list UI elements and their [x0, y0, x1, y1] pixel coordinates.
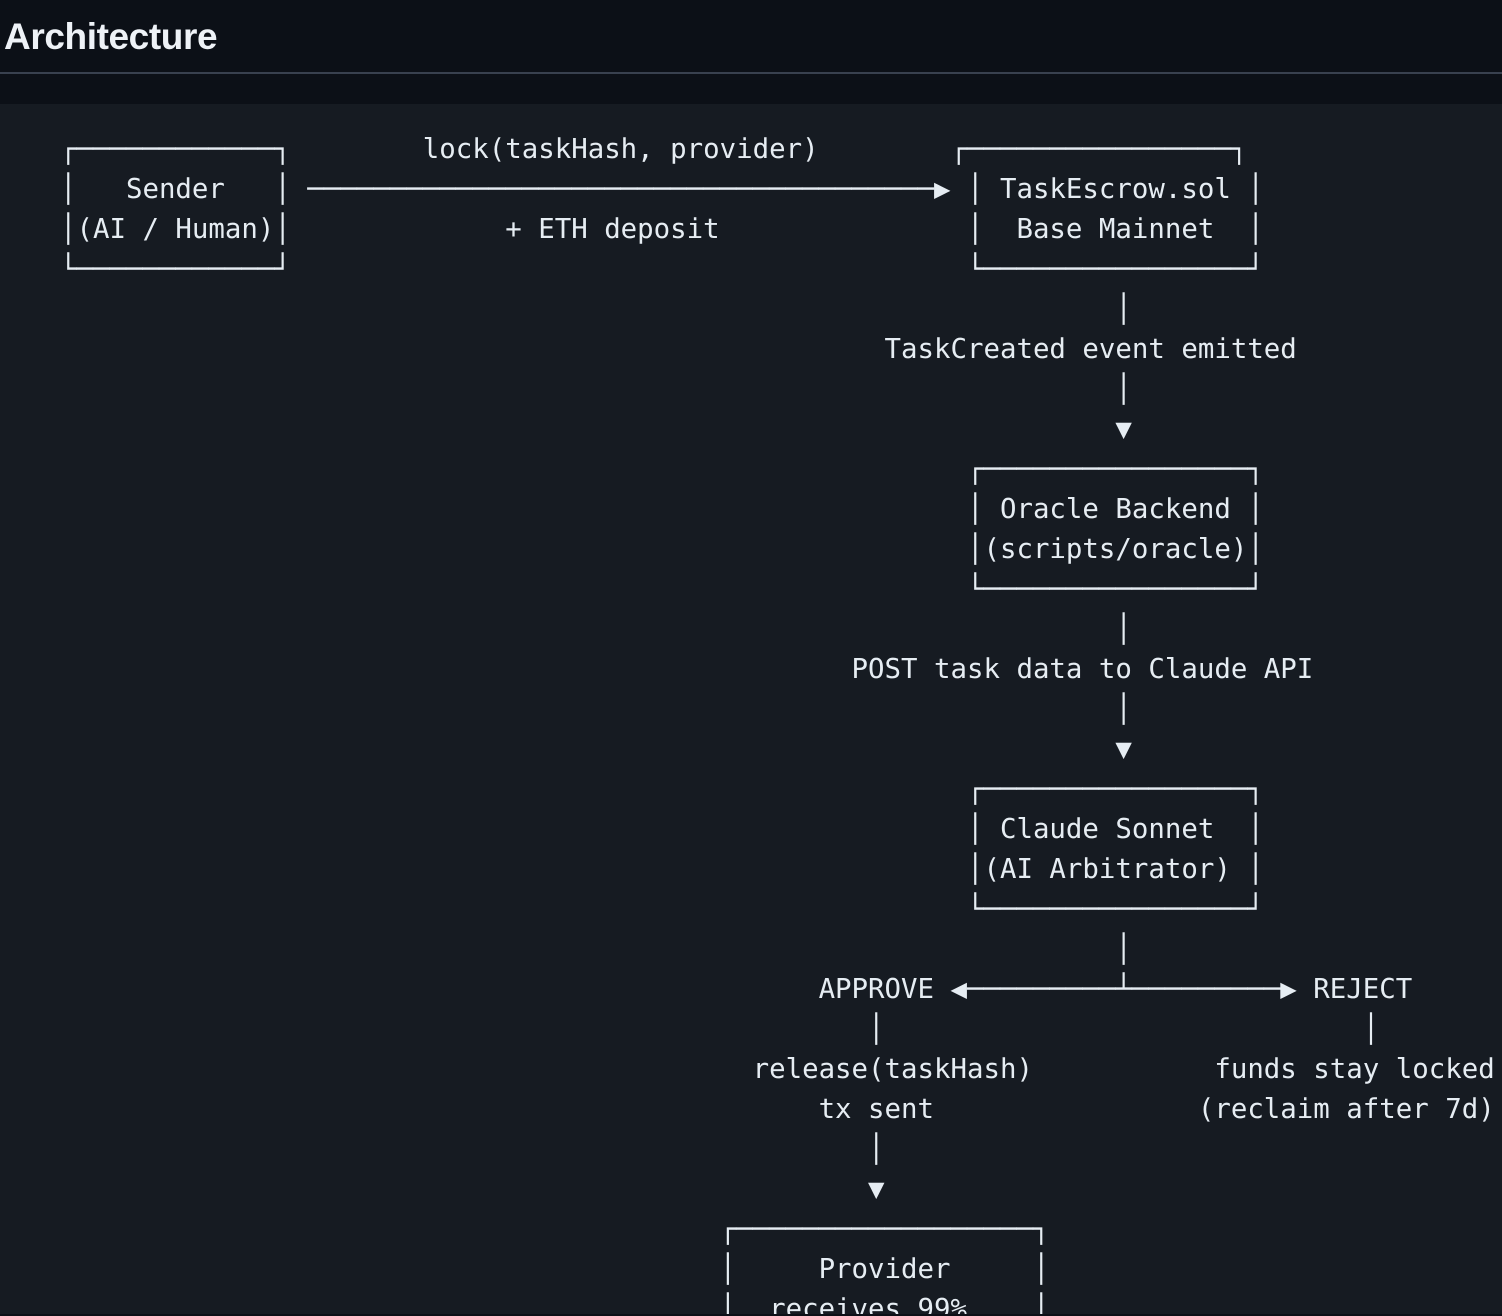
panel-right-gutter: [1496, 104, 1502, 1314]
architecture-ascii-diagram: ┌────────────┐ lock(taskHash, provider) …: [60, 134, 1495, 1314]
header-spacer: [0, 74, 1502, 104]
page-header: Architecture: [0, 0, 1502, 74]
architecture-diagram-panel: ┌────────────┐ lock(taskHash, provider) …: [0, 104, 1502, 1314]
page-title: Architecture: [4, 15, 218, 57]
